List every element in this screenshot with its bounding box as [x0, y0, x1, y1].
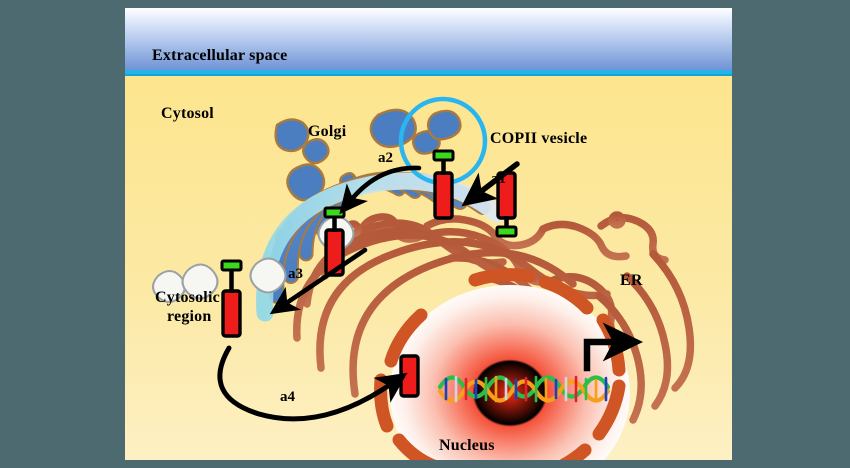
- er-tubule: [539, 220, 630, 261]
- nuclear-protein: [399, 354, 420, 398]
- dna-double-helix: [437, 375, 611, 403]
- arrow-a4: [217, 345, 408, 422]
- er-tubule: [423, 215, 547, 250]
- nucleus: [374, 268, 643, 460]
- extracellular-space-band: [125, 8, 732, 70]
- transcription-arrow: [583, 322, 643, 372]
- step-arrows: [217, 161, 520, 422]
- er-tubule: [649, 250, 695, 392]
- diagram-canvas: [125, 8, 732, 460]
- label-cytosol: Cytosol: [161, 105, 214, 122]
- step-label-a1: a1: [491, 171, 506, 187]
- label-nucleus: Nucleus: [439, 437, 495, 454]
- step-label-a2: a2: [378, 150, 393, 166]
- label-er: ER: [620, 272, 643, 289]
- plasma-membrane: [125, 70, 732, 76]
- nucleoplasm: [390, 285, 630, 460]
- cytosolic-protein-tethered: [220, 259, 243, 338]
- transport-vesicle: [181, 263, 219, 300]
- er-tubule: [349, 248, 577, 398]
- figure-card: Extracellular space Cytosol Golgi COPII …: [125, 8, 732, 460]
- arrow-a1: [461, 161, 520, 207]
- label-extracellular-space: Extracellular space: [152, 47, 288, 64]
- transport-vesicle: [249, 257, 287, 294]
- copii-protein: [432, 149, 455, 220]
- arrow-a3: [269, 247, 368, 315]
- label-cytosolic-region-line1: Cytosolic: [155, 289, 220, 306]
- step-label-a3: a3: [288, 266, 303, 282]
- golgi-vesicle: [369, 108, 417, 149]
- arrow-a2: [339, 165, 422, 215]
- golgi-vesicle: [274, 118, 310, 153]
- er-tubule: [623, 272, 672, 410]
- label-golgi: Golgi: [308, 123, 347, 140]
- step-label-a4: a4: [280, 389, 295, 405]
- golgi-vesicle: [426, 109, 462, 141]
- golgi-vesicle: [302, 138, 330, 165]
- golgi-protein: [323, 206, 346, 277]
- cell-diagram: Extracellular space Cytosol Golgi COPII …: [125, 8, 732, 460]
- er-vesicle: [608, 211, 626, 229]
- label-copii-vesicle: COPII vesicle: [490, 130, 588, 147]
- transport-vesicle: [152, 270, 186, 303]
- label-cytosolic-region-line2: region: [167, 308, 212, 325]
